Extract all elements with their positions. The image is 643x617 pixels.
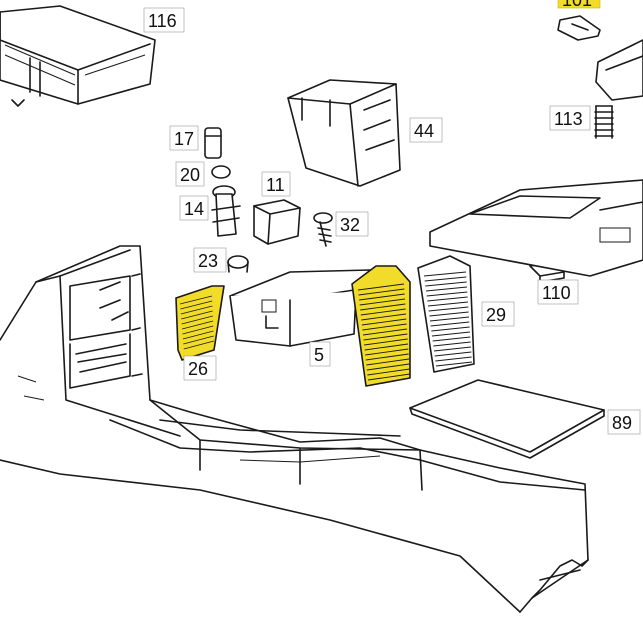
shutter-slat (359, 293, 405, 301)
part-5-console-housing (229, 269, 371, 347)
svg-text:23: 23 (198, 251, 218, 271)
shutter-slat (181, 315, 213, 325)
label-23: 23 (193, 247, 227, 273)
shutter-slat (364, 343, 409, 351)
shutter-slat (425, 286, 468, 292)
shutter-slat (427, 296, 468, 302)
part-5-large-shutter (351, 265, 411, 387)
shutter-slat (430, 321, 470, 327)
shutter-slat (180, 300, 213, 310)
shutter-slat (358, 288, 405, 296)
svg-text:101: 101 (562, 0, 592, 10)
shutter-slat (423, 271, 467, 277)
shutter-slat (435, 356, 472, 362)
shutter-slat (360, 303, 406, 311)
shutter-slat (362, 328, 408, 336)
svg-text:26: 26 (188, 359, 208, 379)
part-14-lighter-socket (211, 185, 241, 237)
main-console-body (0, 245, 589, 613)
svg-text:29: 29 (486, 305, 506, 325)
label-20: 20 (175, 161, 205, 187)
svg-text:89: 89 (612, 413, 632, 433)
part-32-screw (313, 212, 333, 247)
shutter-slat (180, 305, 213, 315)
shutter-slat (432, 336, 471, 342)
shutter-slat (433, 346, 472, 352)
shutter-slat (181, 310, 213, 320)
svg-text:20: 20 (180, 165, 200, 185)
part-17-plug (204, 127, 222, 159)
part-11-switch (253, 199, 301, 245)
top-right-assembly (595, 39, 643, 101)
label-5: 5 (309, 341, 331, 367)
label-29: 29 (481, 301, 515, 327)
shutter-slat (435, 361, 473, 367)
svg-text:113: 113 (554, 109, 583, 129)
part-20-nut (211, 165, 231, 179)
shutter-slat (427, 301, 469, 307)
svg-text:11: 11 (266, 175, 285, 195)
shutter-slat (364, 338, 408, 346)
svg-text:116: 116 (148, 11, 177, 31)
shutter-slat (434, 351, 472, 357)
shutter-slat (362, 323, 407, 331)
shutter-slat (183, 335, 214, 345)
shutter-slat (429, 311, 469, 317)
shutter-slat (424, 276, 467, 282)
label-113: 113 (549, 105, 591, 131)
shutter-slat (183, 340, 214, 350)
svg-text:14: 14 (184, 199, 204, 219)
shutter-slat (433, 341, 471, 347)
shutter-slat (182, 325, 214, 335)
label-17: 17 (169, 125, 199, 151)
svg-text:5: 5 (314, 345, 324, 365)
shutter-slat (367, 368, 410, 376)
shutter-slat (428, 306, 469, 312)
shutter-slat (431, 326, 470, 332)
label-14: 14 (179, 195, 209, 221)
shutter-slat (182, 330, 214, 340)
label-11: 11 (261, 171, 291, 197)
part-26-small-shutter (175, 285, 225, 361)
shutter-slat (429, 316, 470, 322)
part-44-cup-insert (287, 79, 401, 187)
label-110: 110 (537, 279, 579, 305)
part-113-spring (594, 105, 614, 139)
part-101-bracket (557, 15, 601, 41)
svg-text:44: 44 (414, 121, 434, 141)
label-44: 44 (409, 117, 443, 143)
part-29-shutter-cover (417, 255, 475, 373)
shutter-slat (431, 331, 471, 337)
shutter-slat (367, 373, 411, 381)
shutter-slat (366, 363, 410, 371)
shutter-slat (181, 320, 214, 330)
shutter-slat (426, 291, 468, 297)
shutter-slat (359, 298, 406, 306)
shutter-slat (361, 318, 407, 326)
shutter-slat (361, 313, 407, 321)
svg-text:110: 110 (542, 283, 571, 303)
part-116-storage-box (0, 5, 156, 107)
label-26: 26 (183, 355, 217, 381)
shutter-slat (365, 353, 409, 361)
part-labels: 116 101 113 44 17 20 14 11 (143, 0, 641, 435)
shutter-slat (179, 295, 213, 305)
svg-text:17: 17 (174, 129, 194, 149)
console-trim-panel (429, 179, 643, 277)
label-101: 101 (557, 0, 601, 10)
shutter-slat (357, 283, 405, 291)
shutter-slat (366, 358, 410, 366)
shutter-slat (365, 348, 409, 356)
svg-text:32: 32 (340, 215, 360, 235)
shutter-slat (360, 308, 406, 316)
shutter-slat (363, 333, 408, 341)
shutter-slat (425, 281, 467, 287)
part-89-console-mat (409, 379, 605, 459)
part-23-bushing (227, 255, 249, 273)
label-89: 89 (607, 409, 641, 435)
label-32: 32 (335, 211, 369, 237)
label-116: 116 (143, 7, 185, 33)
